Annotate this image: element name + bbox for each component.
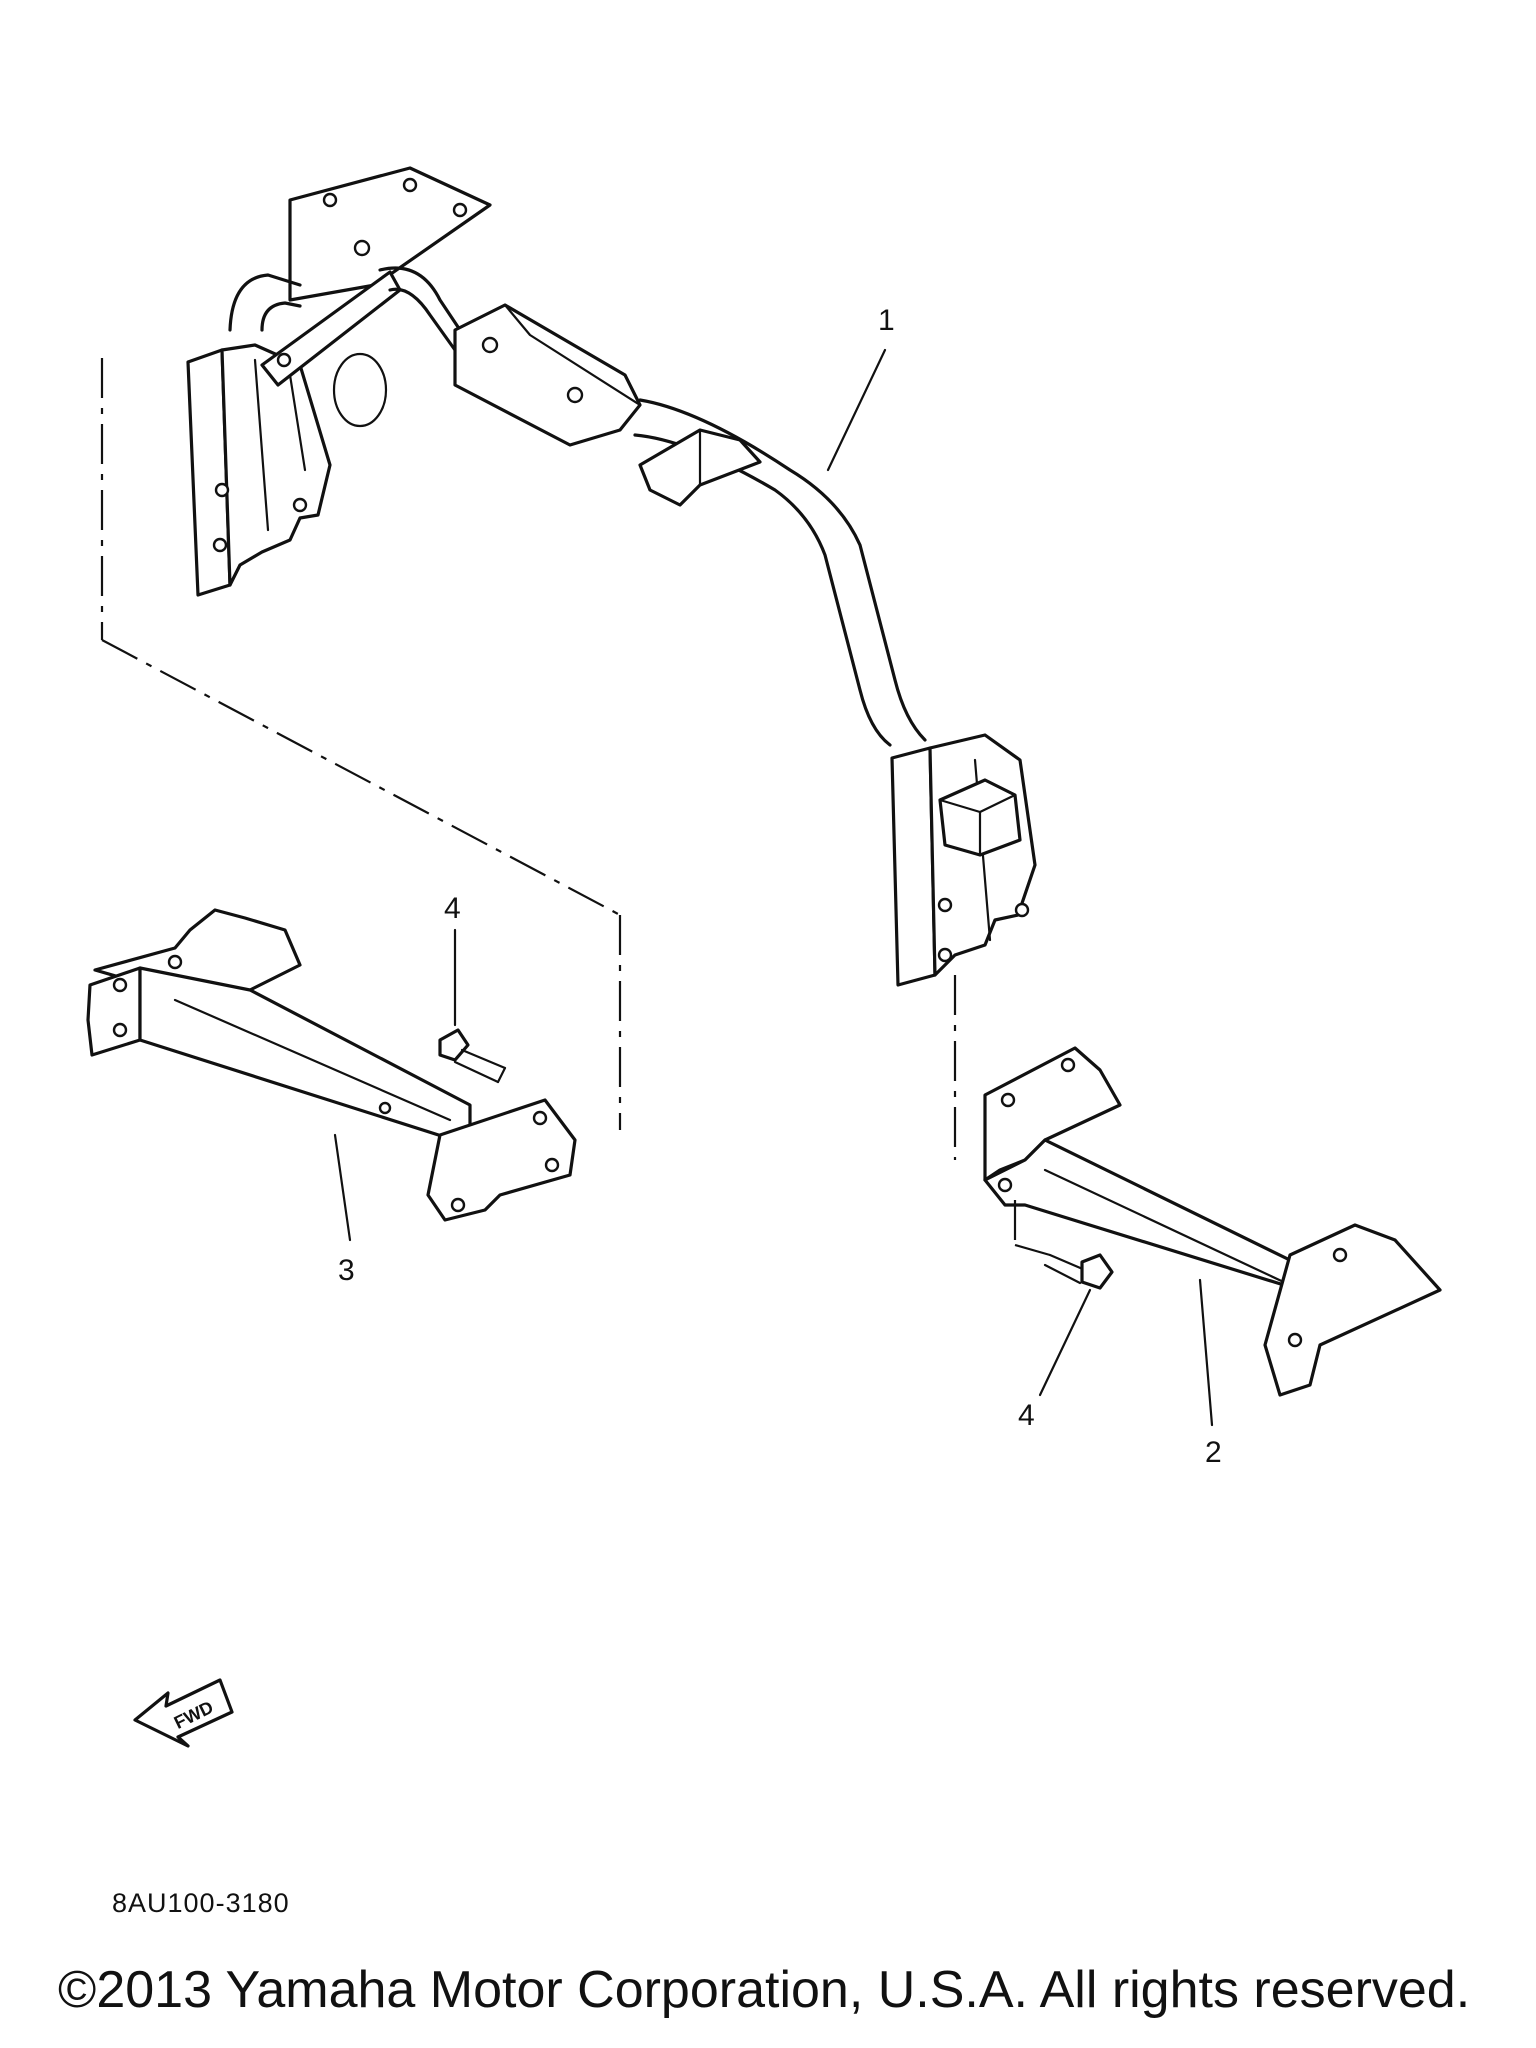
part-3-cross-member	[86, 908, 577, 1222]
leader-lines	[333, 348, 1214, 1427]
part-4-bolt-left	[438, 1028, 507, 1084]
callout-4-left: 4	[444, 892, 461, 925]
callout-3: 3	[338, 1254, 355, 1287]
alignment-lines	[100, 358, 1051, 1257]
part-1-frame-assembly	[186, 166, 1037, 987]
fwd-arrow-icon: FWD	[133, 1678, 234, 1748]
diagram-code: 8AU100-3180	[112, 1888, 290, 1918]
part-4-bolt-right	[1043, 1253, 1114, 1290]
copyright-notice: ©2013 Yamaha Motor Corporation, U.S.A. A…	[58, 1961, 1471, 2019]
callout-4-right: 4	[1018, 1399, 1035, 1432]
callout-2: 2	[1205, 1436, 1222, 1469]
callout-1: 1	[878, 304, 895, 337]
part-2-cross-member	[983, 1046, 1442, 1397]
